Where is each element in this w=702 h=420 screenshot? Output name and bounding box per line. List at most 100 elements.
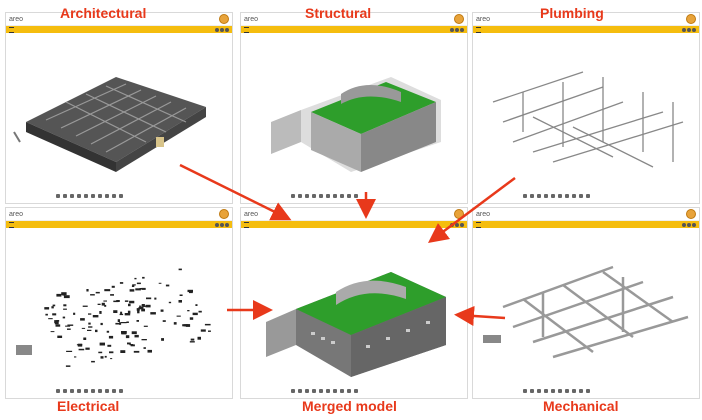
list-icon[interactable] (312, 194, 316, 198)
model-viewport[interactable] (473, 227, 699, 387)
avatar[interactable] (454, 14, 464, 24)
box-icon[interactable] (56, 389, 60, 393)
layers-icon[interactable] (558, 194, 562, 198)
share-icon[interactable] (220, 222, 224, 227)
folder-icon[interactable] (537, 194, 541, 198)
folder-icon[interactable] (305, 389, 309, 393)
model-viewport[interactable] (241, 227, 467, 387)
fullscreen-icon[interactable] (586, 389, 590, 393)
camera-icon[interactable] (298, 194, 302, 198)
list-icon[interactable] (544, 194, 548, 198)
user-icon[interactable] (682, 222, 686, 227)
avatar[interactable] (686, 209, 696, 219)
settings-icon[interactable] (225, 27, 229, 32)
user-icon[interactable] (682, 27, 686, 32)
eye-icon[interactable] (347, 194, 351, 198)
eye-icon[interactable] (112, 194, 116, 198)
folder-icon[interactable] (305, 194, 309, 198)
box-icon[interactable] (523, 194, 527, 198)
clock-icon[interactable] (319, 389, 323, 393)
grid-icon[interactable] (105, 389, 109, 393)
list-icon[interactable] (544, 389, 548, 393)
model-viewport[interactable] (473, 32, 699, 192)
share-icon[interactable] (455, 27, 459, 32)
hamburger-icon[interactable] (476, 26, 481, 33)
box-icon[interactable] (523, 389, 527, 393)
clock-icon[interactable] (551, 194, 555, 198)
back-icon[interactable] (565, 389, 569, 393)
camera-icon[interactable] (63, 389, 67, 393)
settings-icon[interactable] (692, 222, 696, 227)
settings-icon[interactable] (460, 222, 464, 227)
layers-icon[interactable] (91, 194, 95, 198)
list-icon[interactable] (77, 389, 81, 393)
eye-icon[interactable] (579, 194, 583, 198)
fullscreen-icon[interactable] (354, 389, 358, 393)
share-icon[interactable] (220, 27, 224, 32)
fullscreen-icon[interactable] (119, 389, 123, 393)
box-icon[interactable] (291, 194, 295, 198)
grid-icon[interactable] (572, 194, 576, 198)
user-icon[interactable] (450, 27, 454, 32)
user-icon[interactable] (215, 222, 219, 227)
folder-icon[interactable] (70, 194, 74, 198)
clock-icon[interactable] (84, 194, 88, 198)
hamburger-icon[interactable] (244, 26, 249, 33)
share-icon[interactable] (455, 222, 459, 227)
back-icon[interactable] (333, 194, 337, 198)
camera-icon[interactable] (530, 389, 534, 393)
back-icon[interactable] (333, 389, 337, 393)
model-viewport[interactable] (6, 227, 232, 387)
folder-icon[interactable] (537, 389, 541, 393)
layers-icon[interactable] (326, 389, 330, 393)
fullscreen-icon[interactable] (119, 194, 123, 198)
clock-icon[interactable] (319, 194, 323, 198)
fullscreen-icon[interactable] (354, 194, 358, 198)
box-icon[interactable] (291, 389, 295, 393)
clock-icon[interactable] (84, 389, 88, 393)
app-logo: areo (476, 210, 491, 218)
share-icon[interactable] (687, 222, 691, 227)
share-icon[interactable] (687, 27, 691, 32)
avatar[interactable] (219, 14, 229, 24)
hamburger-icon[interactable] (9, 221, 14, 228)
settings-icon[interactable] (692, 27, 696, 32)
hamburger-icon[interactable] (244, 221, 249, 228)
fullscreen-icon[interactable] (586, 194, 590, 198)
eye-icon[interactable] (112, 389, 116, 393)
hamburger-icon[interactable] (476, 221, 481, 228)
electrical-fixture (56, 320, 60, 322)
eye-icon[interactable] (579, 389, 583, 393)
avatar[interactable] (219, 209, 229, 219)
list-icon[interactable] (312, 389, 316, 393)
electrical-fixture (204, 323, 211, 326)
electrical-fixture (106, 330, 110, 333)
electrical-fixture (63, 304, 67, 307)
camera-icon[interactable] (530, 194, 534, 198)
grid-icon[interactable] (105, 194, 109, 198)
folder-icon[interactable] (70, 389, 74, 393)
hamburger-icon[interactable] (9, 26, 14, 33)
model-viewport[interactable] (6, 32, 232, 192)
settings-icon[interactable] (460, 27, 464, 32)
grid-icon[interactable] (340, 194, 344, 198)
camera-icon[interactable] (298, 389, 302, 393)
settings-icon[interactable] (225, 222, 229, 227)
layers-icon[interactable] (91, 389, 95, 393)
back-icon[interactable] (98, 389, 102, 393)
user-icon[interactable] (215, 27, 219, 32)
layers-icon[interactable] (558, 389, 562, 393)
grid-icon[interactable] (340, 389, 344, 393)
eye-icon[interactable] (347, 389, 351, 393)
camera-icon[interactable] (63, 194, 67, 198)
back-icon[interactable] (565, 194, 569, 198)
grid-icon[interactable] (572, 389, 576, 393)
model-viewport[interactable] (241, 32, 467, 192)
clock-icon[interactable] (551, 389, 555, 393)
avatar[interactable] (686, 14, 696, 24)
box-icon[interactable] (56, 194, 60, 198)
list-icon[interactable] (77, 194, 81, 198)
architectural-floor (26, 77, 206, 162)
back-icon[interactable] (98, 194, 102, 198)
layers-icon[interactable] (326, 194, 330, 198)
